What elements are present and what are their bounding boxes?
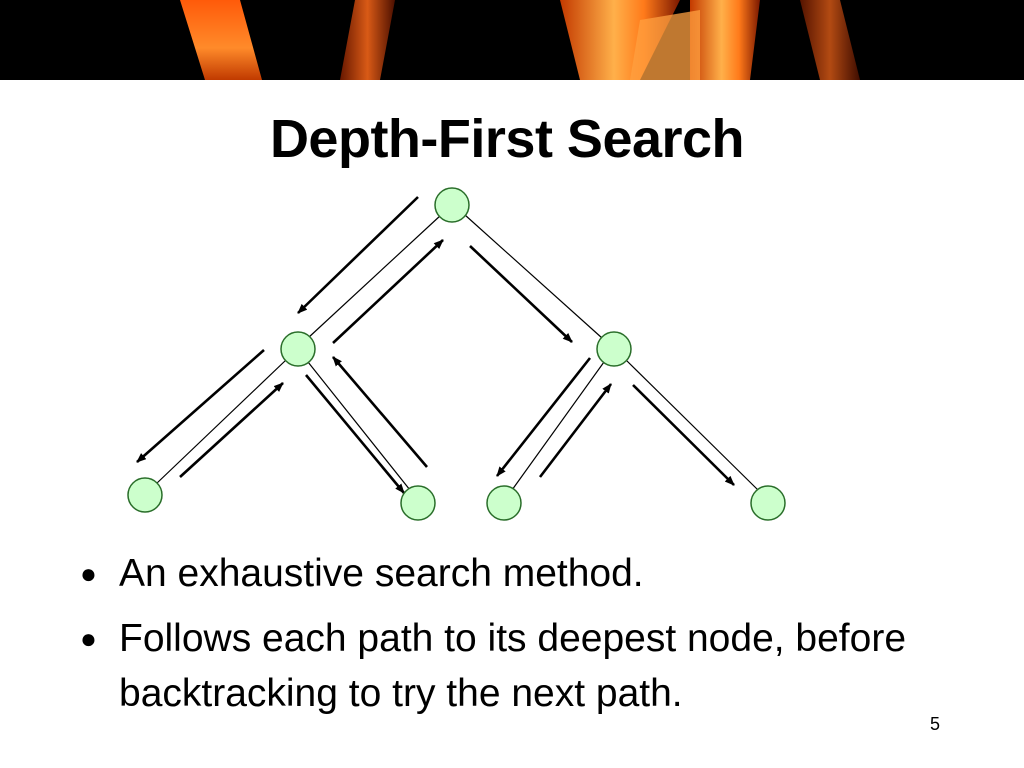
edge-left-leftright xyxy=(307,361,411,491)
tree-node-left xyxy=(280,331,316,367)
bullet-dot-icon: ● xyxy=(80,623,97,654)
traversal-arrow-left-to-root xyxy=(332,239,444,344)
edge-left-leftleft xyxy=(155,359,287,485)
page-number: 5 xyxy=(929,714,940,734)
edge-right-rightleft xyxy=(511,361,605,491)
tree-node-right-left xyxy=(486,485,522,521)
bullet-list: ● An exhaustive search method. ● Follows… xyxy=(78,546,978,731)
slide-title: Depth-First Search xyxy=(269,109,745,169)
tree-node-right-right xyxy=(750,485,786,521)
bullet-dot-icon: ● xyxy=(80,558,97,589)
traversal-arrow-rightleft-to-right xyxy=(538,383,613,478)
tree-node-root xyxy=(434,187,470,223)
traversal-arrow-leftright-to-left xyxy=(332,356,428,468)
traversal-arrow-root-to-left xyxy=(297,196,419,314)
edge-right-rightright xyxy=(625,359,759,491)
bullet-text: Follows each path to its deepest node, b… xyxy=(119,617,907,715)
traversal-arrow-left-to-leftleft xyxy=(136,349,265,463)
traversal-arrow-right-to-rightleft xyxy=(495,357,592,477)
traversal-arrow-leftleft-to-left xyxy=(179,382,284,478)
bullet-text: An exhaustive search method. xyxy=(119,552,644,595)
edge-root-left xyxy=(307,214,442,339)
flame-banner xyxy=(0,0,1024,80)
tree-node-left-right xyxy=(400,485,436,521)
bullet-item: ● Follows each path to its deepest node,… xyxy=(78,611,978,721)
flame-banner-graphic xyxy=(0,0,1024,80)
traversal-arrow-right-to-rightright xyxy=(632,384,735,486)
traversal-arrow-root-to-right xyxy=(469,245,573,343)
tree-node-right xyxy=(596,331,632,367)
edge-root-right xyxy=(464,214,603,339)
tree-node-left-left xyxy=(127,477,163,513)
traversal-arrow-left-to-leftright xyxy=(304,374,406,494)
bullet-item: ● An exhaustive search method. xyxy=(78,546,978,601)
